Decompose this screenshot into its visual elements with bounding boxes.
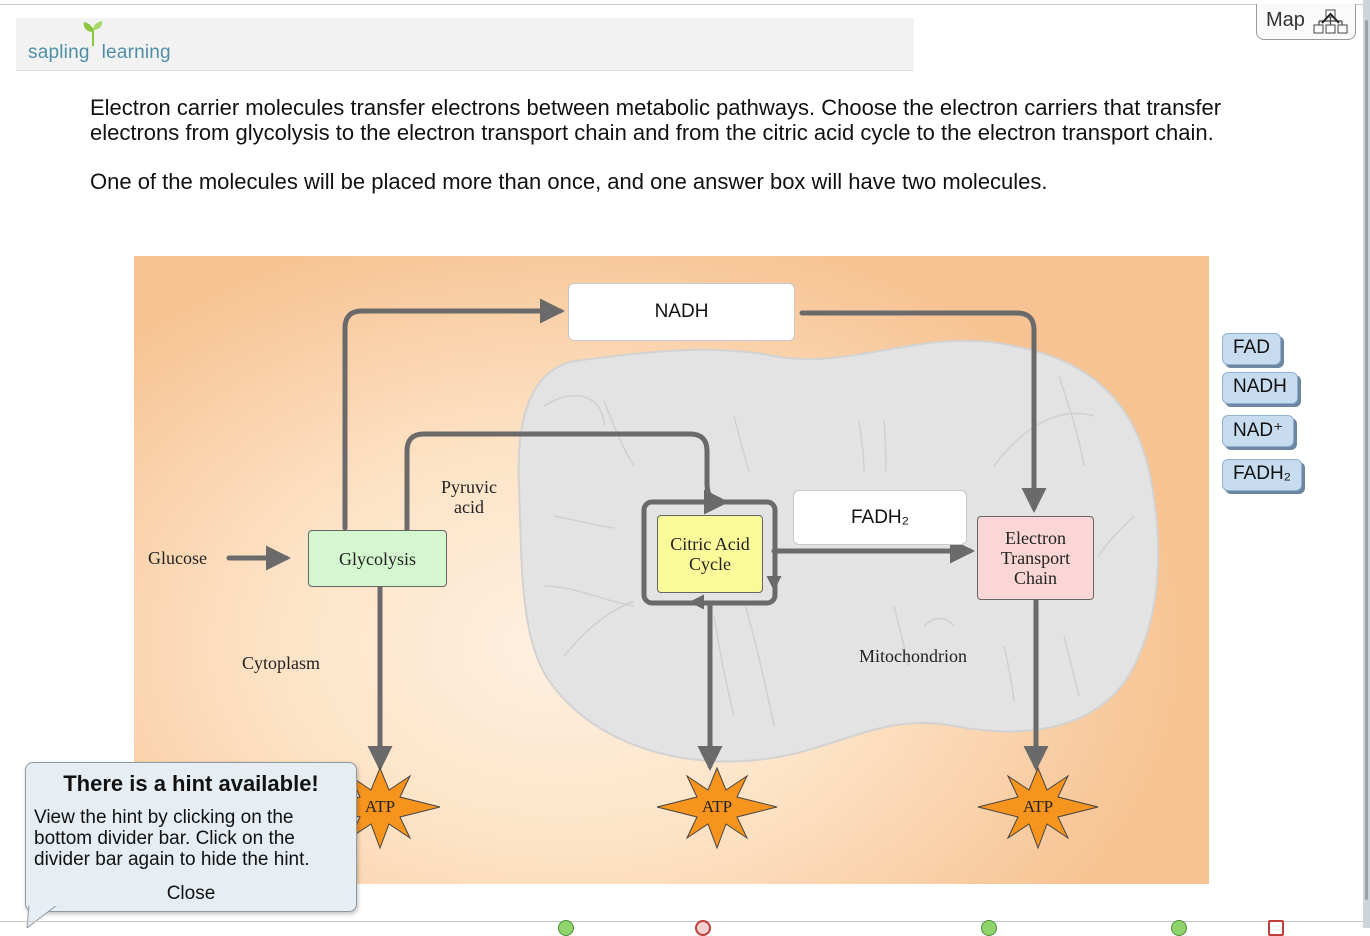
mitochondrion-label: Mitochondrion xyxy=(859,646,967,666)
answer-chip-fadh2[interactable]: FADH₂ xyxy=(1222,459,1303,491)
bottom-action-icon-4[interactable] xyxy=(1171,920,1187,936)
map-button[interactable]: Map xyxy=(1256,4,1356,40)
hint-body: View the hint by clicking on the bottom … xyxy=(34,807,310,870)
question-note: One of the molecules will be placed more… xyxy=(90,169,1048,194)
atp-label-2: ATP xyxy=(701,797,733,816)
cristae xyxy=(543,375,1135,727)
scrollbar[interactable] xyxy=(1363,0,1370,928)
hint-pointer xyxy=(26,905,58,928)
atp-burst-2 xyxy=(656,766,778,850)
atp-label-3: ATP xyxy=(1022,797,1054,816)
logo-word-left: sapling xyxy=(28,42,90,63)
citric-acid-cycle-box: Citric Acid Cycle xyxy=(657,515,763,593)
map-button-label: Map xyxy=(1266,9,1305,31)
drop-zone-glycolysis-to-etc[interactable]: NADH xyxy=(568,283,795,341)
atp-bursts xyxy=(319,766,1099,850)
answer-chip-fad[interactable]: FAD xyxy=(1222,333,1281,365)
bottom-action-icon-3[interactable] xyxy=(981,920,997,936)
atp-label-1: ATP xyxy=(364,797,396,816)
pathway-arrows xyxy=(226,298,1049,771)
answer-chip-nad-plus[interactable]: NAD⁺ xyxy=(1222,415,1295,447)
answer-chip-nadh[interactable]: NADH xyxy=(1222,372,1298,404)
hint-close-button[interactable]: Close xyxy=(166,883,216,904)
atp-burst-3 xyxy=(977,766,1099,850)
header-band xyxy=(16,18,914,71)
glucose-label: Glucose xyxy=(148,548,207,568)
bottom-divider-bar[interactable] xyxy=(0,921,1363,922)
cytoplasm-label: Cytoplasm xyxy=(242,653,321,673)
sapling-logo: sapling learning xyxy=(28,20,178,70)
sprout-icon xyxy=(83,21,103,46)
logo-word-right: learning xyxy=(101,42,171,63)
map-tree-icon xyxy=(1313,9,1348,34)
logo-wordmark: sapling learning xyxy=(28,42,171,64)
hint-title: There is a hint available! xyxy=(63,771,319,796)
hint-popup: There is a hint available! View the hint… xyxy=(25,762,357,912)
question-instructions: Electron carrier molecules transfer elec… xyxy=(90,95,1222,145)
drop-zone-citric-to-etc[interactable]: FADH₂ xyxy=(793,490,967,545)
electron-transport-chain-box: Electron Transport Chain xyxy=(977,516,1094,600)
bottom-action-icon-5[interactable] xyxy=(1268,920,1284,936)
bottom-action-icon-1[interactable] xyxy=(558,920,574,936)
pathway-diagram: Glucose Glycolysis Pyruvic acid Citric A… xyxy=(134,256,1209,884)
bottom-action-icon-2[interactable] xyxy=(695,920,711,936)
top-divider xyxy=(0,4,1370,5)
diagram-artwork xyxy=(226,298,1160,850)
question-text: Electron carrier molecules transfer elec… xyxy=(90,95,1310,194)
pyruvic-acid-label: Pyruvic acid xyxy=(441,477,497,517)
glycolysis-box: Glycolysis xyxy=(308,530,447,587)
